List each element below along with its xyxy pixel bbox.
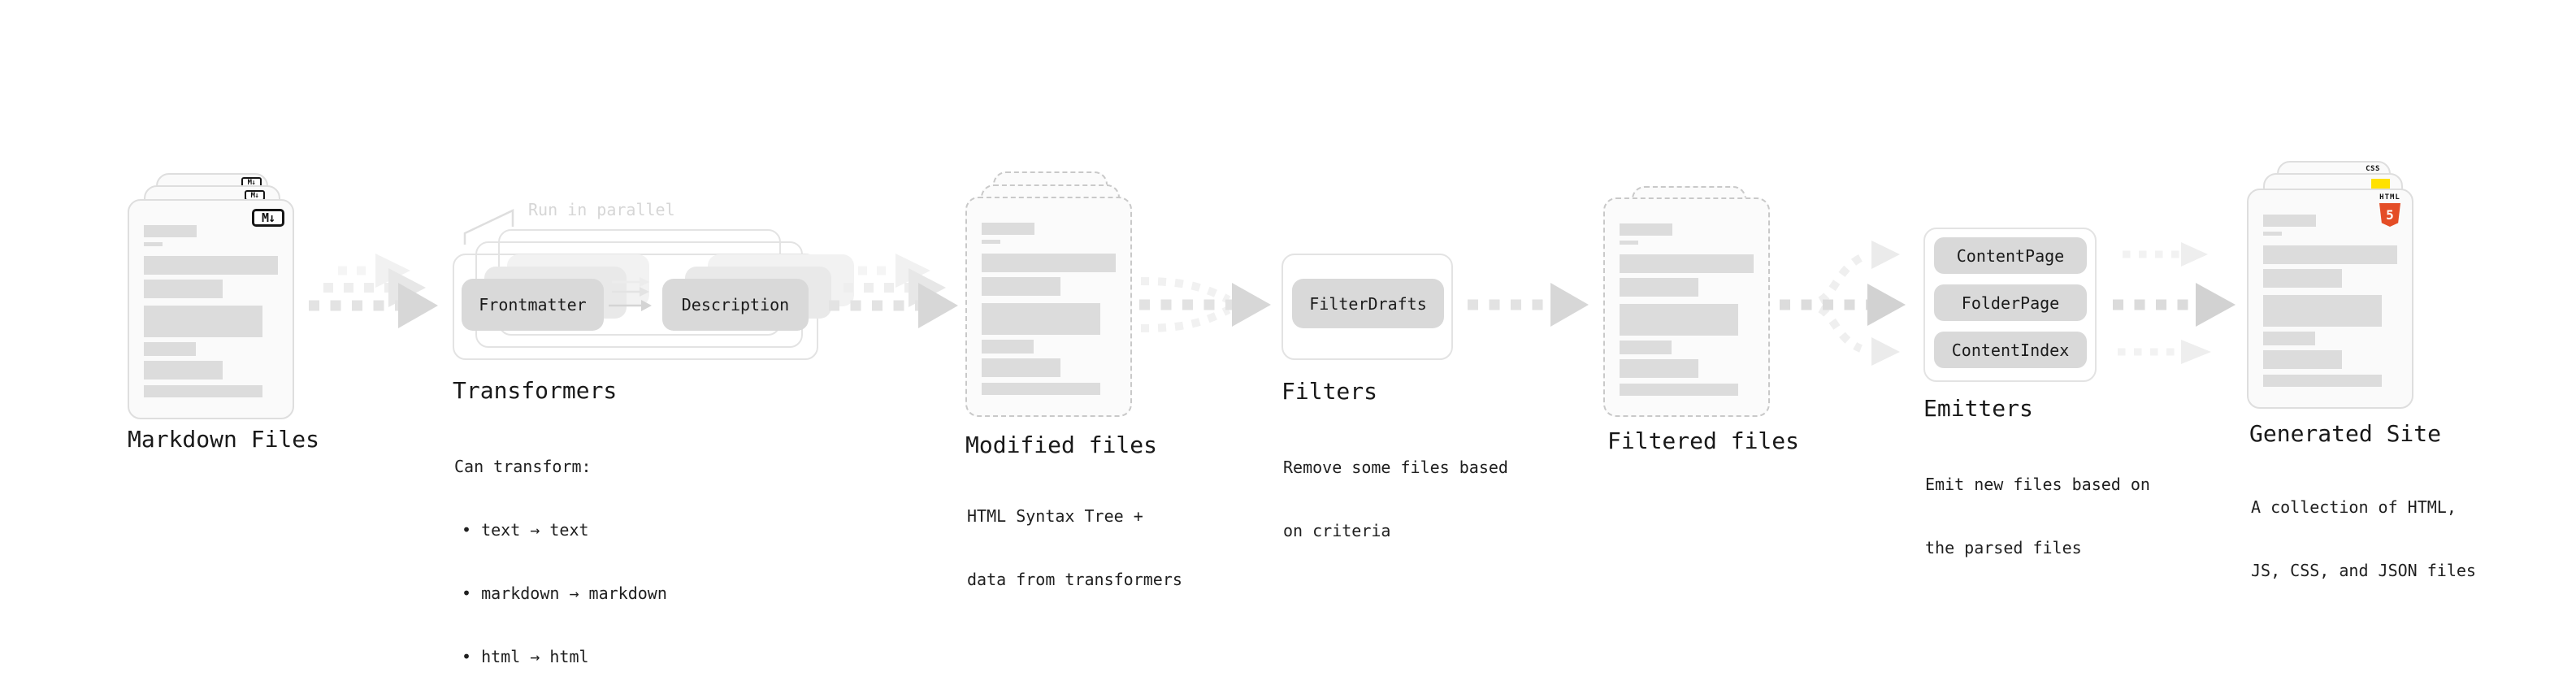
arrow-modified-to-filters	[1139, 277, 1271, 332]
stage-description-transformers: Can transform: • text → text • markdown …	[454, 457, 667, 666]
site-file-card-html: HTML 5	[2247, 189, 2413, 409]
arrow-filters-to-filtered	[1468, 283, 1589, 327]
pill-contentpage: ContentPage	[1934, 237, 2087, 274]
pill-description: Description	[662, 279, 809, 331]
filtered-file-card	[1603, 197, 1770, 417]
pill-folderpage: FolderPage	[1934, 284, 2087, 321]
stage-description-modified-files: HTML Syntax Tree + data from transformer…	[967, 506, 1182, 589]
arrow-emitters-to-site	[2113, 242, 2236, 364]
emitters-box	[1923, 228, 2097, 382]
run-in-parallel-annotation: Run in parallel	[528, 200, 675, 219]
filters-box	[1281, 254, 1453, 360]
pill-frontmatter: Frontmatter	[462, 279, 604, 331]
stage-title-filters: Filters	[1281, 378, 1378, 405]
doc-placeholder-lines	[1620, 223, 1754, 396]
html5-icon: HTML 5	[2378, 194, 2402, 227]
stage-title-filtered-files: Filtered files	[1607, 427, 1800, 454]
stage-description-filters: Remove some files based on criteria	[1283, 458, 1508, 540]
doc-placeholder-lines	[2263, 215, 2397, 387]
stage-title-transformers: Transformers	[453, 377, 618, 404]
js-icon	[2371, 179, 2390, 189]
arrow-markdown-to-transformers	[309, 254, 438, 328]
doc-placeholder-lines	[982, 223, 1116, 395]
stage-title-markdown-files: Markdown Files	[128, 426, 320, 453]
modified-file-card	[965, 197, 1132, 417]
stage-description-emitters: Emit new files based on the parsed files	[1925, 475, 2150, 557]
markdown-file-card: M↓	[128, 199, 294, 419]
pill-contentindex: ContentIndex	[1934, 332, 2087, 368]
stage-description-generated-site: A collection of HTML, JS, CSS, and JSON …	[2251, 497, 2476, 580]
stage-title-modified-files: Modified files	[965, 432, 1158, 458]
stage-title-emitters: Emitters	[1923, 395, 2033, 422]
markdown-icon: M↓	[252, 209, 284, 227]
stage-title-generated-site: Generated Site	[2249, 420, 2442, 447]
arrow-filtered-to-emitters	[1780, 241, 1906, 366]
pill-filterdrafts: FilterDrafts	[1292, 279, 1444, 328]
doc-placeholder-lines	[144, 225, 278, 397]
